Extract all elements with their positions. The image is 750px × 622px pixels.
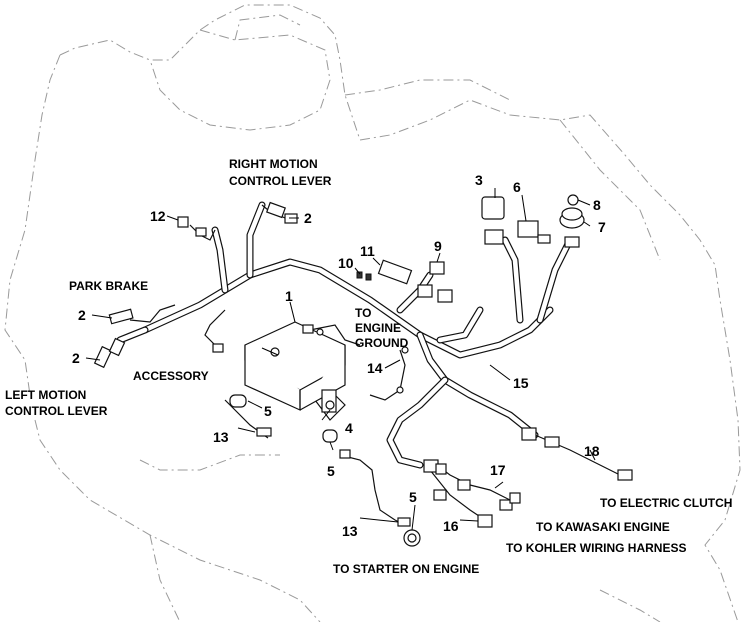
label-to-engine-ground-2: ENGINE (355, 321, 401, 335)
label-to-electric-clutch: TO ELECTRIC CLUTCH (600, 496, 732, 510)
label-to-engine-ground-1: TO (355, 306, 371, 320)
callout-numbers: 1 2 2 2 3 4 5 5 5 6 7 8 9 10 11 12 13 13… (72, 172, 606, 539)
label-right-motion-1: RIGHT MOTION (229, 157, 318, 171)
chassis-ghost-outline (4, 4, 741, 622)
callout-5-b: 5 (327, 463, 335, 479)
callout-3: 3 (475, 172, 483, 188)
text-labels: RIGHT MOTION CONTROL LEVER PARK BRAKE LE… (5, 157, 732, 576)
callout-10: 10 (338, 255, 354, 271)
callout-16: 16 (443, 518, 459, 534)
label-to-kawasaki-engine: TO KAWASAKI ENGINE (536, 520, 670, 534)
label-to-kohler-wiring-harness: TO KOHLER WIRING HARNESS (506, 541, 686, 555)
callout-8: 8 (593, 197, 601, 213)
callout-15: 15 (513, 375, 529, 391)
callout-14: 14 (367, 360, 383, 376)
connectors (93, 194, 633, 547)
battery (244, 321, 346, 411)
callout-6: 6 (513, 179, 521, 195)
callout-2-left: 2 (72, 350, 80, 366)
callout-13-a: 13 (213, 429, 229, 445)
callout-12: 12 (150, 208, 166, 224)
callout-11: 11 (360, 243, 375, 259)
callout-2-park: 2 (78, 307, 86, 323)
callout-5-a: 5 (264, 403, 272, 419)
callout-17: 17 (490, 462, 506, 478)
label-right-motion-2: CONTROL LEVER (229, 174, 332, 188)
callout-5-c: 5 (409, 489, 417, 505)
label-left-motion-2: CONTROL LEVER (5, 404, 108, 418)
callout-2-right: 2 (304, 210, 312, 226)
label-to-starter-on-engine: TO STARTER ON ENGINE (333, 562, 479, 576)
callout-1: 1 (285, 288, 293, 304)
label-left-motion-1: LEFT MOTION (5, 388, 86, 402)
leader-lines (85, 188, 596, 531)
callout-13-b: 13 (342, 523, 358, 539)
label-park-brake: PARK BRAKE (69, 279, 148, 293)
callout-18: 18 (584, 443, 600, 459)
main-wire-harness (116, 201, 574, 469)
callout-7: 7 (598, 219, 606, 235)
label-to-engine-ground-3: GROUND (355, 336, 409, 350)
callout-9: 9 (434, 238, 442, 254)
callout-4: 4 (345, 420, 353, 436)
label-accessory: ACCESSORY (133, 369, 209, 383)
